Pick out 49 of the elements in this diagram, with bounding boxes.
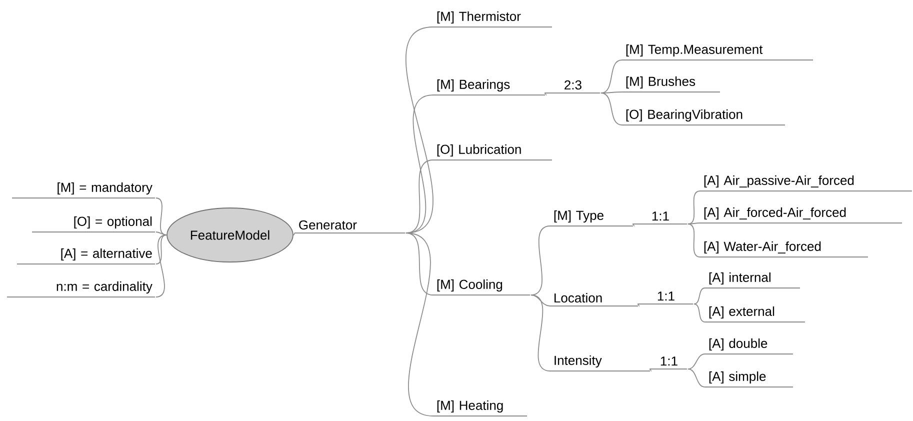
branch-label: [A] double bbox=[704, 338, 794, 354]
connector-line bbox=[155, 234, 167, 298]
branch-label: [M] = mandatory bbox=[12, 182, 156, 198]
connector-line bbox=[600, 60, 622, 94]
branch-label: [M] Thermistor bbox=[432, 11, 552, 28]
connector-line bbox=[637, 304, 640, 306]
branch-label: [A] Water-Air_forced bbox=[700, 241, 868, 258]
connector-line bbox=[693, 288, 706, 304]
cardinality-label: 1:1 bbox=[650, 356, 688, 370]
cardinality-label: 2:3 bbox=[544, 80, 600, 94]
connector-line bbox=[293, 232, 296, 236]
connector-line bbox=[687, 190, 700, 224]
connector-line bbox=[530, 294, 550, 306]
cardinality-label: 1:1 bbox=[638, 292, 694, 304]
branch-label: [O] BearingVibration bbox=[622, 109, 786, 126]
branch-label: [M] Type bbox=[550, 210, 634, 226]
connector-line bbox=[530, 294, 550, 372]
branch-label: [M] Bearings bbox=[432, 79, 546, 96]
connector-line bbox=[687, 222, 700, 224]
connector-line bbox=[687, 224, 700, 258]
branch-label: [A] Air_forced-Air_forced bbox=[700, 207, 902, 224]
branch-label: [A] simple bbox=[704, 371, 794, 388]
branch-label: [M] Cooling bbox=[432, 279, 530, 296]
branch-label: [A] = alternative bbox=[16, 248, 156, 264]
branch-label: [O] Lubrication bbox=[432, 144, 552, 160]
connector-line bbox=[155, 232, 167, 236]
connector-line bbox=[405, 232, 434, 416]
connector-line bbox=[687, 368, 706, 388]
connector-line bbox=[600, 92, 622, 126]
branch-label: [M] Heating bbox=[432, 400, 528, 416]
connector-line bbox=[544, 92, 547, 96]
connector-line bbox=[649, 368, 652, 372]
branch-label: n:m = cardinality bbox=[6, 281, 156, 298]
branch-label: [A] external bbox=[704, 306, 806, 322]
connector-line bbox=[632, 224, 635, 226]
branch-label: [M] Temp.Measurement bbox=[622, 44, 814, 60]
branch-label: [M] Brushes bbox=[622, 76, 720, 92]
connector-line bbox=[155, 234, 167, 264]
branch-label: Location bbox=[550, 293, 638, 306]
branch-label: [A] Air_passive-Air_forced bbox=[700, 175, 912, 192]
connector-line bbox=[600, 92, 622, 94]
connector-line bbox=[687, 354, 706, 370]
connector-line bbox=[693, 304, 706, 322]
branch-label: Generator bbox=[294, 220, 406, 234]
connector-line bbox=[405, 26, 434, 234]
branch-label: [A] internal bbox=[704, 272, 800, 288]
cardinality-label: 1:1 bbox=[632, 212, 688, 224]
branch-label: [O] = optional bbox=[32, 216, 156, 232]
branch-label: Intensity bbox=[550, 355, 650, 372]
